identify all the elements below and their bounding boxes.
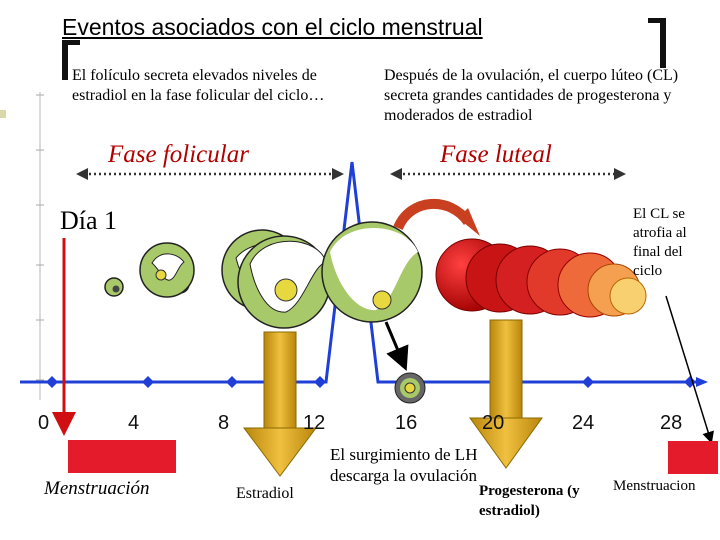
- x-tick-label: 0: [38, 412, 50, 434]
- lh-surge-label: El surgimiento de LH descarga la ovulaci…: [330, 445, 478, 485]
- ovulating-follicle: [321, 221, 423, 323]
- estradiol-arrow: [243, 331, 317, 477]
- x-tick-label: 24: [572, 412, 595, 434]
- slide-marker: [0, 110, 6, 118]
- follicle-1: [104, 277, 124, 297]
- x-tick-label: 4: [128, 412, 140, 434]
- phase-follicular-label: Fase folicular: [108, 141, 249, 168]
- menstruation-block-left: [68, 440, 176, 473]
- follicle-5: [237, 235, 331, 329]
- menstruation-label-left: Menstruación: [44, 478, 150, 499]
- corpus-luteum-series: [435, 238, 647, 318]
- atrophy-arrow: [665, 295, 714, 444]
- title-bracket-right: [648, 18, 666, 68]
- x-tick-label: 12: [303, 412, 326, 434]
- released-ovum: [394, 372, 426, 404]
- title-bracket-left: [62, 40, 80, 80]
- progesterone-label: Progesterona (y estradiol): [479, 483, 580, 519]
- x-tick-label: 16: [395, 412, 418, 434]
- cl-atrophy-note: El CL se atrofia al final del ciclo: [633, 206, 687, 279]
- luteal-range-arrow: [390, 168, 626, 180]
- lh-curve: [20, 161, 708, 387]
- menstruation-label-right: Menstruacion: [613, 478, 696, 494]
- x-tick-label: 28: [660, 412, 683, 434]
- menstruation-block-right: [668, 441, 718, 474]
- ovum-release-arrow: [384, 321, 409, 372]
- x-tick-label: 8: [218, 412, 230, 434]
- follicular-description: El folículo secreta elevados niveles de …: [72, 67, 325, 104]
- phase-luteal-label: Fase luteal: [440, 141, 552, 168]
- transition-curved-arrow: [393, 198, 473, 231]
- follicle-3: [139, 242, 195, 298]
- y-axis-left: [36, 92, 44, 400]
- x-tick-label: 20: [482, 412, 505, 434]
- slide-title: Eventos asociados con el ciclo menstrual: [62, 14, 483, 40]
- day-one-label: Día 1: [60, 206, 118, 235]
- estradiol-label: Estradiol: [236, 485, 294, 502]
- progesterone-arrow: [469, 319, 543, 469]
- follicular-range-arrow: [76, 168, 344, 180]
- luteal-description: Después de la ovulación, el cuerpo lúteo…: [384, 67, 679, 124]
